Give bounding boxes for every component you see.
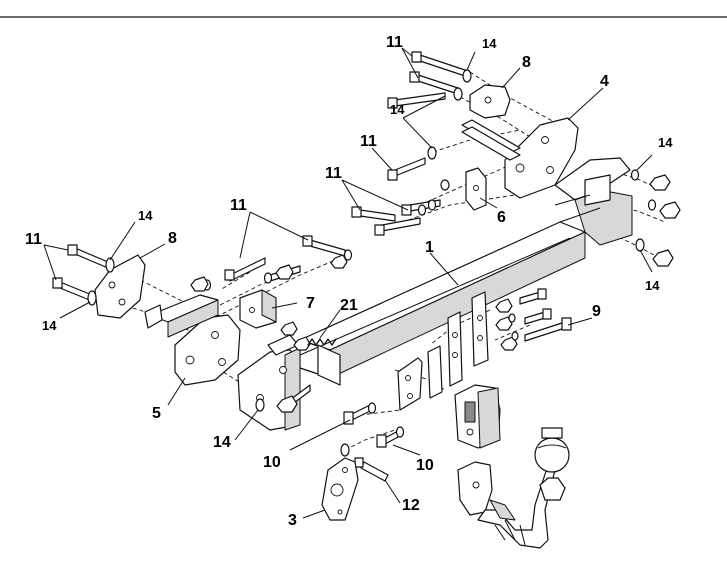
label-11-top: 11	[386, 34, 403, 51]
cross-tube-part-1	[299, 221, 586, 386]
label-6: 6	[497, 209, 506, 226]
label-10-left: 10	[263, 454, 281, 471]
label-10-right: 10	[416, 457, 434, 474]
tow-ball-neck	[457, 461, 556, 549]
label-11-center: 11	[325, 165, 342, 182]
label-14-right-top: 14	[658, 135, 673, 150]
label-3: 3	[288, 512, 297, 529]
label-8-top: 8	[522, 54, 531, 71]
part-labels: 11 14 8 4 14 11 11 14 6 11 14 8 11 1 14 …	[25, 34, 673, 529]
label-14-mid: 14	[390, 102, 405, 117]
side-bracket-part-5	[144, 294, 241, 386]
label-4: 4	[600, 73, 609, 90]
tow-ball-body	[454, 384, 501, 449]
clamp-plate-part-8-top	[461, 84, 521, 161]
label-14-top: 14	[482, 36, 497, 51]
label-7: 7	[306, 295, 315, 312]
label-11-left-upper: 11	[230, 197, 247, 214]
label-12: 12	[402, 497, 420, 514]
mounting-plate-center	[447, 291, 489, 387]
washers-and-nuts	[87, 69, 681, 457]
label-1: 1	[425, 239, 434, 256]
tow-ball	[534, 427, 570, 501]
spring-part-21	[307, 338, 337, 346]
leader-lines	[43, 47, 653, 519]
bracket-part-7	[239, 289, 277, 329]
mounting-plate-ball	[397, 345, 443, 411]
label-8-left: 8	[168, 230, 177, 247]
label-14-right-bottom: 14	[645, 278, 660, 293]
side-bracket-part-4	[504, 117, 633, 246]
label-9: 9	[592, 303, 601, 320]
label-11-mid: 11	[360, 133, 377, 150]
front-left-plate	[237, 334, 301, 431]
label-5: 5	[152, 405, 161, 422]
label-14-left-upper: 14	[138, 208, 153, 223]
label-21: 21	[340, 297, 358, 314]
label-14-left-lower: 14	[42, 318, 57, 333]
socket-plate-part-3	[321, 457, 359, 521]
clamp-plate-part-8-left	[94, 254, 146, 319]
label-14-bottom-left: 14	[213, 434, 231, 451]
label-11-left: 11	[25, 231, 42, 248]
bracket-part-6	[465, 167, 487, 211]
